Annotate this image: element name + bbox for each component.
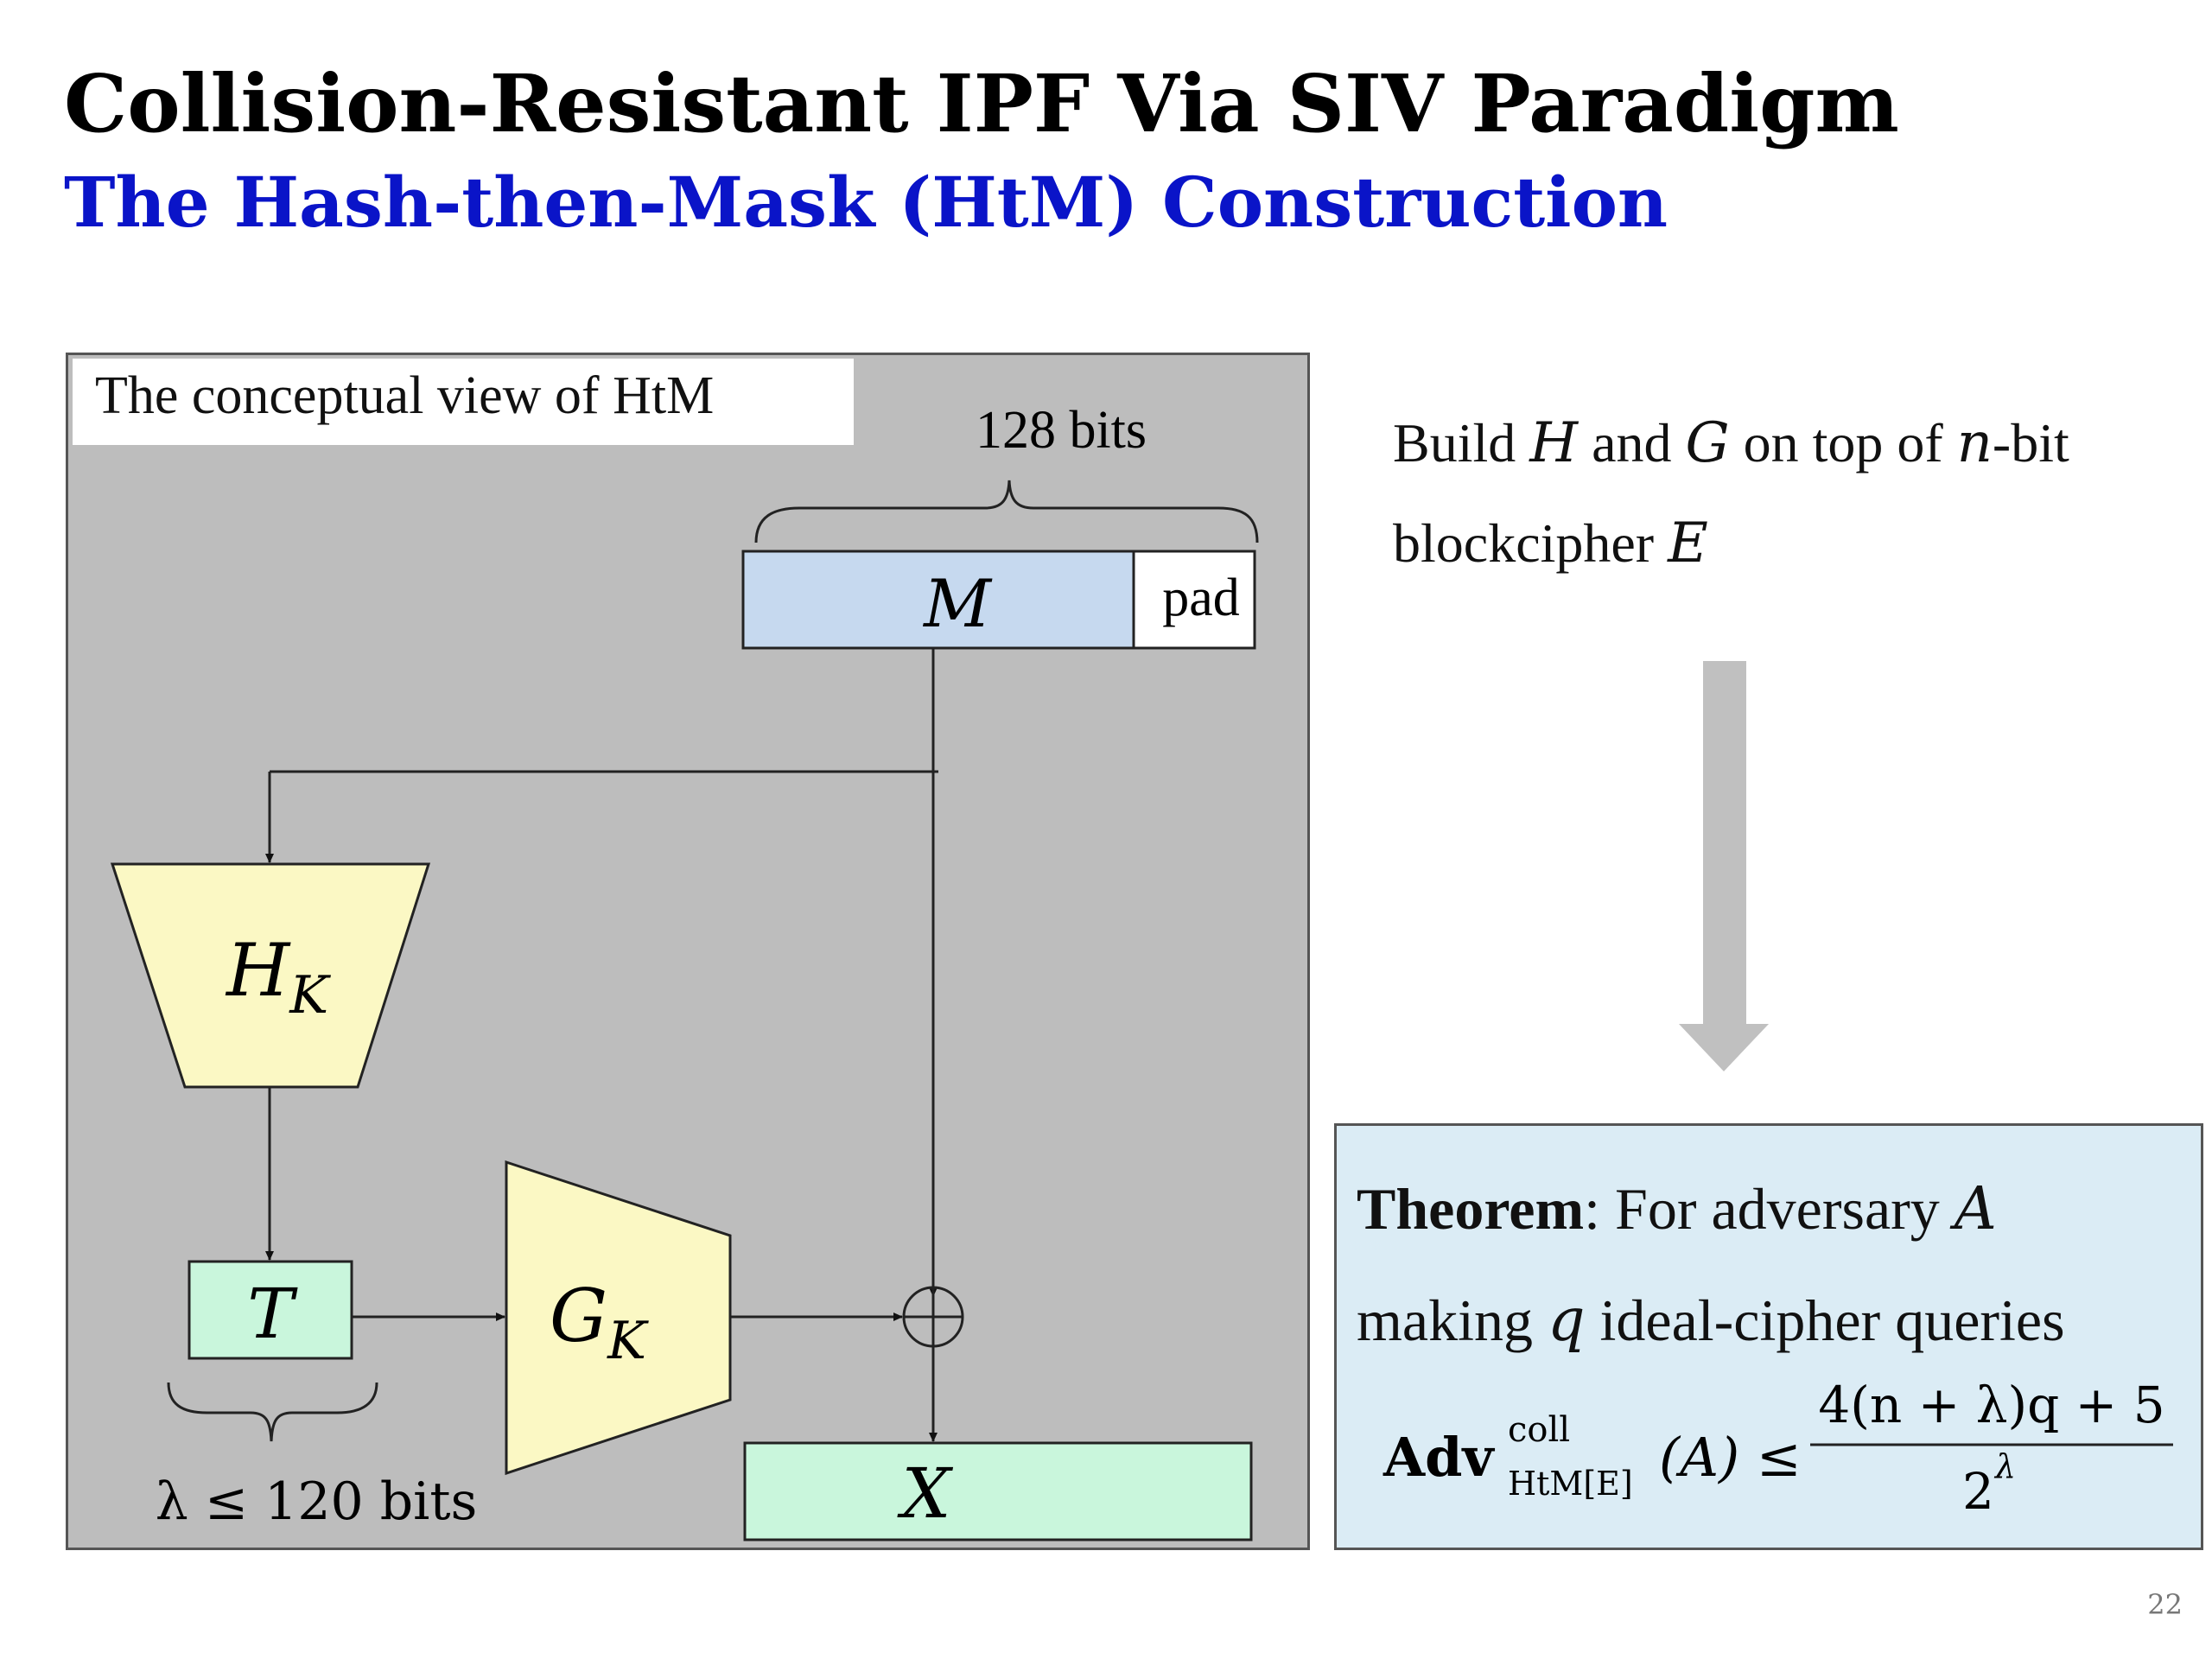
advantage-bound-formula: Adv coll HtM[E] (A) ≤ 4(n + λ)q + 5 2 λ xyxy=(1382,1376,2173,1521)
bottom-brace xyxy=(167,1382,378,1442)
theorem-box xyxy=(1334,1123,2203,1550)
pad-block xyxy=(1132,550,1256,650)
page-number: 22 xyxy=(2147,1588,2183,1621)
bound-numerator: 4(n + λ)q + 5 xyxy=(1818,1376,2164,1434)
message-label: M xyxy=(922,565,993,642)
tag-label: T xyxy=(247,1274,298,1354)
bound-exponent: λ xyxy=(1993,1447,2016,1485)
adv-argument: (A) ≤ xyxy=(1659,1426,1802,1489)
tag-block xyxy=(188,1260,353,1360)
top-brace xyxy=(754,480,1259,543)
adv-subscript: HtM[E] xyxy=(1508,1465,1633,1503)
slide-subtitle: The Hash-then-Mask (HtM) Construction xyxy=(64,162,1669,243)
output-block xyxy=(743,1441,1253,1541)
theorem-heading: Theorem xyxy=(1357,1176,1585,1242)
hash-function-block xyxy=(110,862,431,1089)
top-brace-label: 128 bits xyxy=(976,401,1147,460)
output-label: X xyxy=(897,1453,954,1534)
construction-note: Build H and G on top of n-bit blockciphe… xyxy=(1393,411,2069,575)
bottom-brace-label: λ ≤ 120 bits xyxy=(156,1471,478,1532)
pad-label: pad xyxy=(1162,569,1240,627)
panel-caption: The conceptual view of HtM xyxy=(73,359,854,445)
mask-label: GK xyxy=(550,1274,649,1371)
mask-function-block xyxy=(505,1160,732,1476)
theorem-text: Theorem: For adversary A making q ideal-… xyxy=(1357,1175,2065,1355)
adv-symbol: Adv xyxy=(1382,1426,1495,1489)
hash-label: HK xyxy=(225,928,331,1026)
message-block xyxy=(741,550,1135,650)
bound-denominator: 2 xyxy=(1962,1462,1994,1521)
xor-operator xyxy=(902,1286,964,1348)
down-arrow-icon xyxy=(1679,661,1769,1071)
slide-title: Collision-Resistant IPF Via SIV Paradigm xyxy=(64,57,1899,150)
adv-superscript: coll xyxy=(1508,1410,1570,1450)
